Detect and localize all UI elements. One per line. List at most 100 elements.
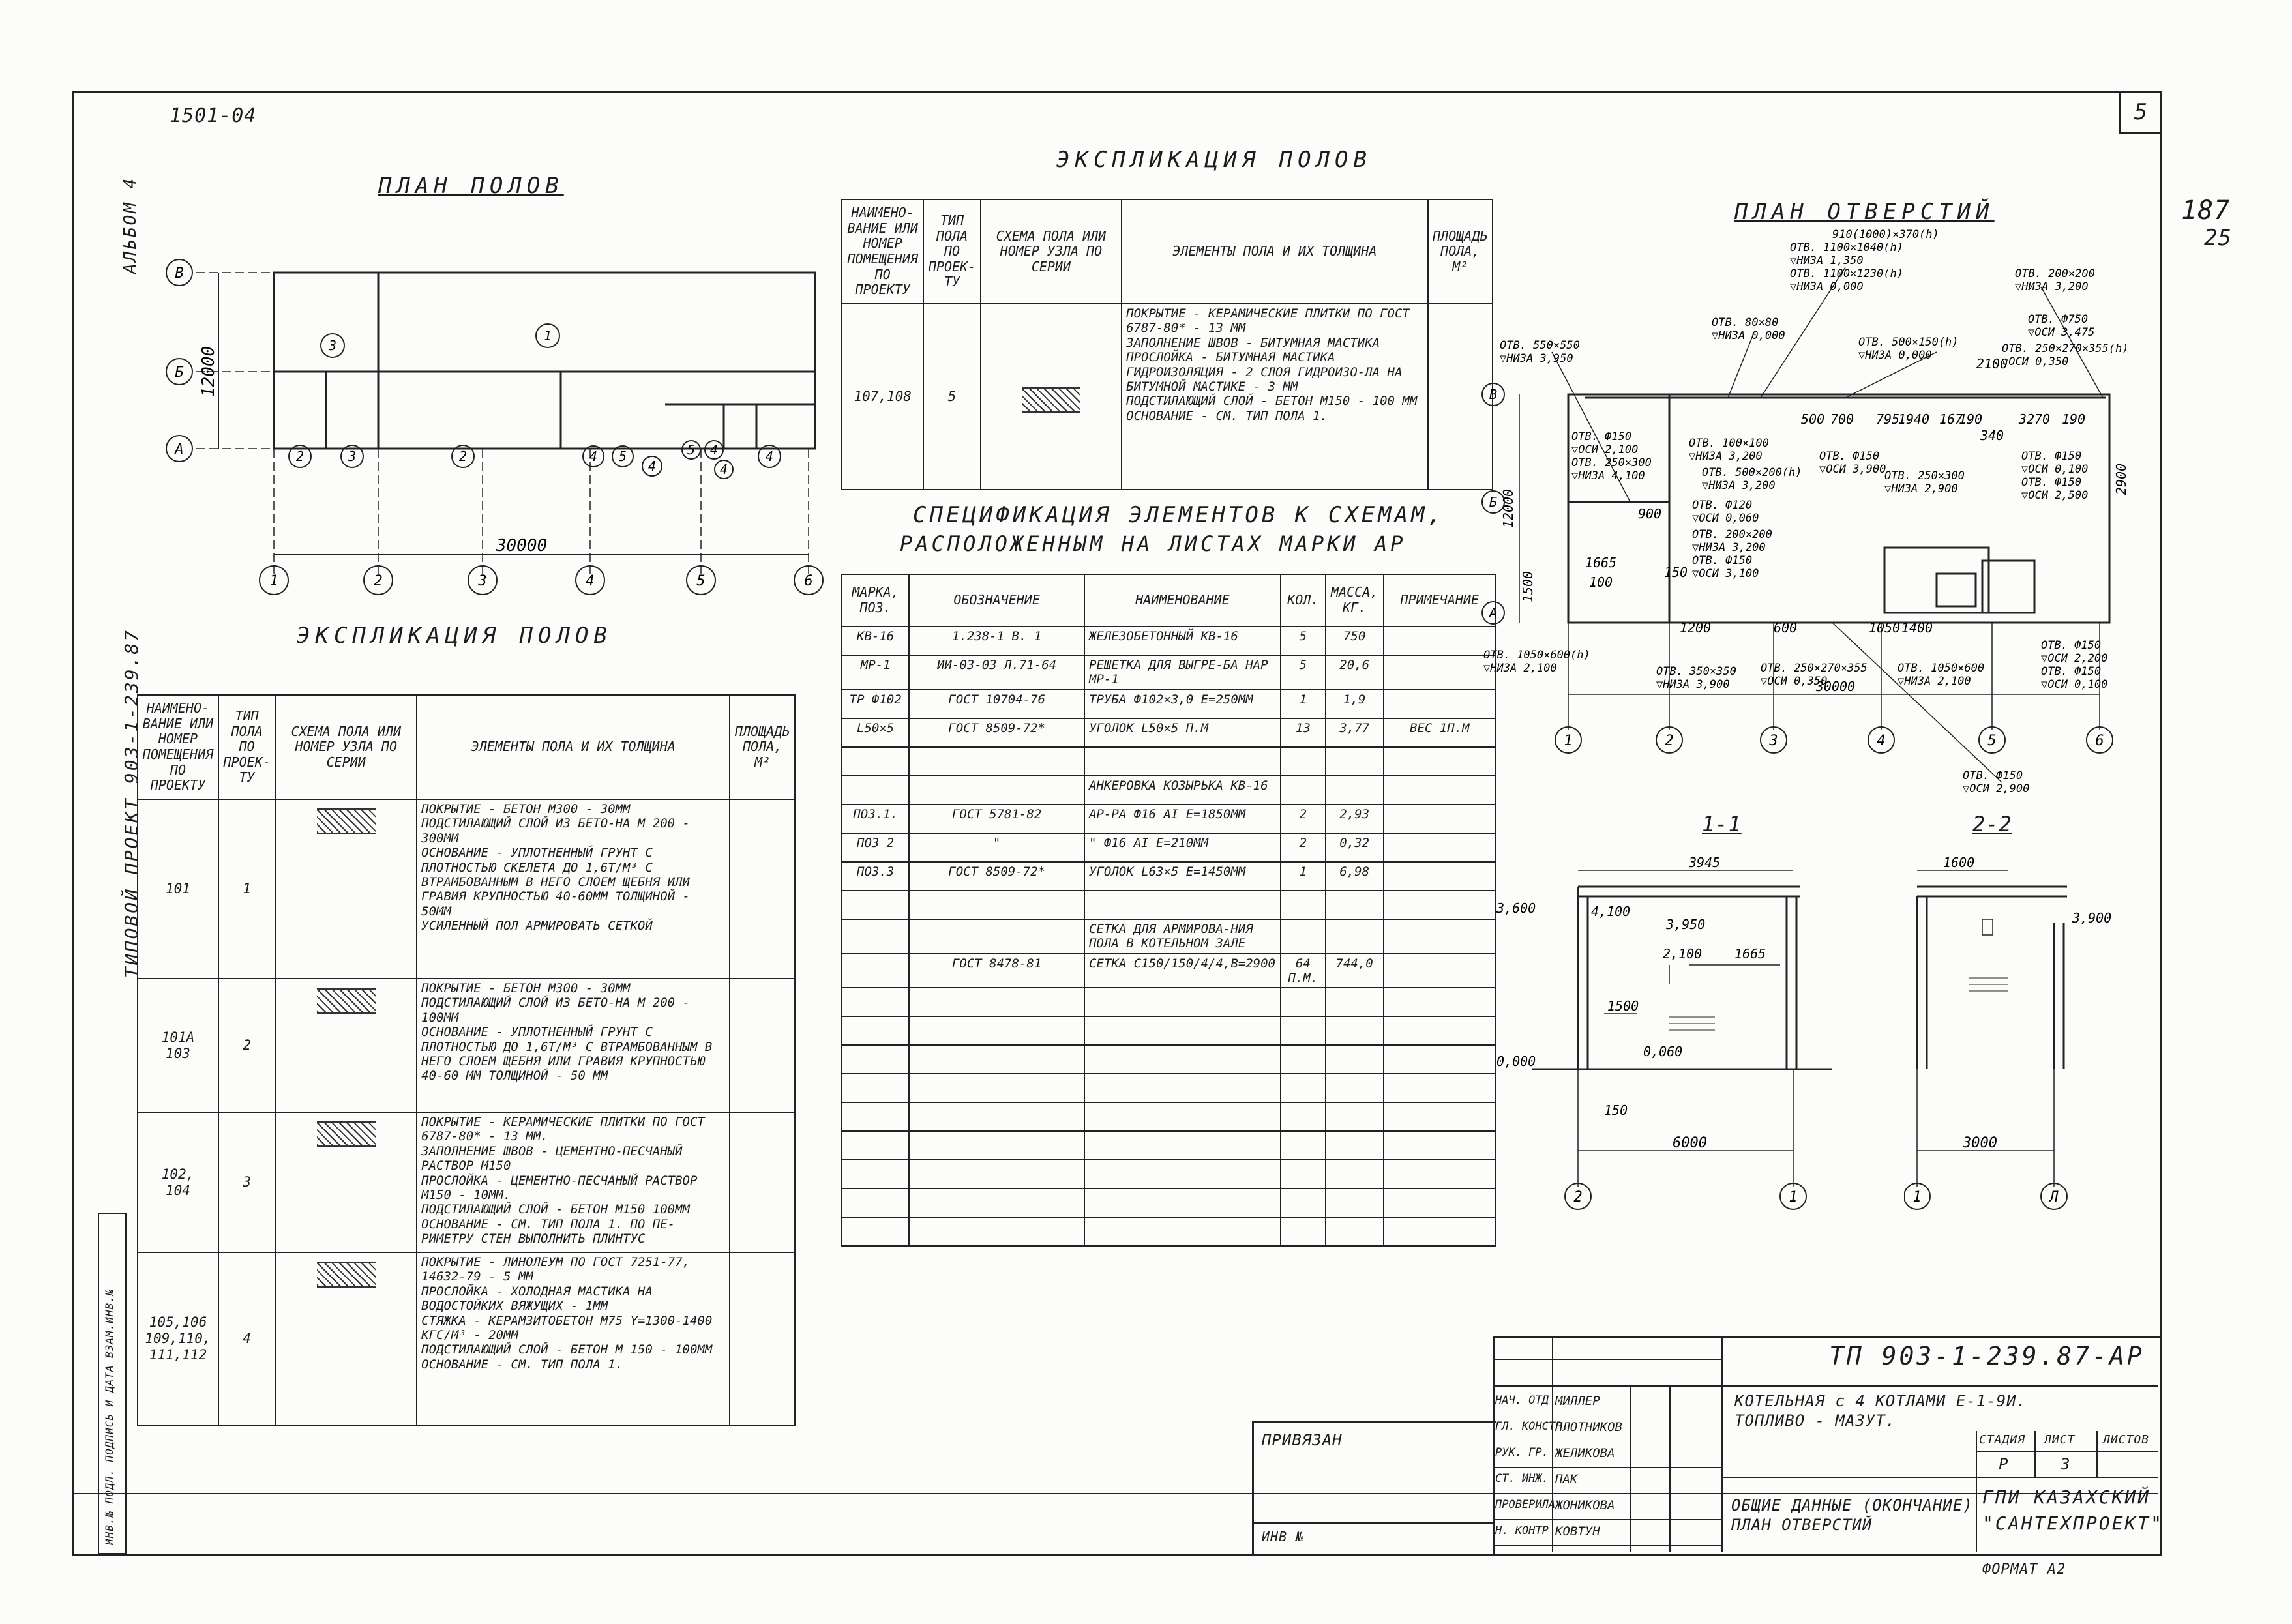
explication-left-table: НАИМЕНО-ВАНИЕ ИЛИ НОМЕР ПОМЕЩЕНИЯ ПО ПРО…: [137, 694, 796, 1426]
table-row: [841, 746, 1497, 776]
svg-text:ОТВ. Ф150: ОТВ. Ф150: [2041, 639, 2101, 652]
spec-cell: [1084, 746, 1281, 776]
spec-title-2: РАСПОЛОЖЕННЫМ НА ЛИСТАХ МАРКИ АР: [900, 531, 1406, 556]
sheet-name-2: ПЛАН ОТВЕРСТИЙ: [1731, 1516, 1873, 1534]
signer-name: ПАК: [1555, 1472, 1578, 1486]
svg-text:▽ОСИ 0,100: ▽ОСИ 0,100: [2041, 678, 2107, 691]
svg-text:▽НИЗА 3,200: ▽НИЗА 3,200: [1692, 541, 1766, 554]
spec-cell: [1324, 1217, 1384, 1247]
svg-text:Л: Л: [2048, 1189, 2059, 1205]
svg-text:6: 6: [2095, 733, 2104, 749]
svg-text:▽ОСИ 3,900: ▽ОСИ 3,900: [1819, 463, 1886, 476]
table-row: 101 1 ПОКРЫТИЕ - БЕТОН М300 - 30ММ ПОДСТ…: [137, 799, 796, 979]
spec-cell: [841, 1188, 910, 1218]
svg-text:500: 500: [1801, 411, 1824, 427]
signer-row: СТ. ИНЖ. ПАК: [1493, 1467, 1721, 1494]
spec-cell: АНКЕРОВКА КОЗЫРЬКА КВ-16: [1084, 775, 1281, 805]
col-scheme: СХЕМА ПОЛА ИЛИ НОМЕР УЗЛА ПО СЕРИИ: [275, 694, 418, 800]
spec-cell: [908, 1188, 1085, 1218]
sheet-header: ЛИСТ: [2044, 1433, 2076, 1447]
spec-cell: [1382, 889, 1497, 920]
side-album: АЛЬБОМ 4: [121, 176, 140, 274]
svg-text:2: 2: [1573, 1189, 1582, 1205]
floor-axis-b: Б: [175, 364, 184, 381]
room-mark: 3: [348, 449, 356, 464]
spec-cell: 6,98: [1324, 861, 1384, 891]
spec-cell: 1: [1280, 861, 1326, 891]
floor-axis-a: А: [173, 441, 183, 458]
room-mark: 4: [648, 458, 656, 474]
table-row: [841, 1130, 1497, 1161]
spec-cell: [841, 1102, 910, 1132]
spec-cell: ГОСТ 8478-81: [908, 952, 1085, 989]
spec-cell: [1280, 1016, 1326, 1046]
svg-text:▽ОСИ 2,900: ▽ОСИ 2,900: [1963, 782, 2029, 795]
svg-text:ОТВ. Ф150: ОТВ. Ф150: [2021, 476, 2081, 489]
table-row: [841, 1044, 1497, 1075]
spec-cell: [1084, 1130, 1281, 1161]
svg-text:ОТВ. 250×300: ОТВ. 250×300: [1884, 469, 1965, 482]
stage-header: СТАДИЯ: [1979, 1433, 2026, 1447]
room-mark: 2: [296, 449, 304, 464]
table-row: 101А 103 2 ПОКРЫТИЕ - БЕТОН М300 - 30ММ …: [137, 978, 796, 1113]
sheet-code-top: 1501-04: [170, 104, 257, 127]
floor-scheme-icon: [316, 988, 376, 1014]
svg-text:30000: 30000: [1815, 679, 1855, 694]
signer-role: СТ. ИНЖ.: [1495, 1472, 1549, 1485]
spec-cell: [1382, 1217, 1497, 1247]
section-2-drawing: 1600 3,900 3000 1 Л: [1904, 855, 2111, 1210]
spec-cell: СЕТКА ДЛЯ АРМИРОВА-НИЯ ПОЛА В КОТЕЛЬНОМ …: [1084, 918, 1281, 954]
spec-cell: МР-1: [841, 655, 910, 690]
spec-cell: [908, 918, 1085, 954]
corner-note-1: 187: [2181, 196, 2231, 226]
spec-cell: [1084, 889, 1281, 920]
svg-text:ОТВ. Ф150: ОТВ. Ф150: [2041, 665, 2101, 678]
spec-cell: [1280, 889, 1326, 920]
svg-text:1500: 1500: [1520, 571, 1536, 602]
spec-cell: [908, 889, 1085, 920]
room-mark: 2: [459, 449, 467, 464]
signer-role: ПРОВЕРИЛА: [1495, 1498, 1556, 1511]
svg-text:ОТВ. 200×200: ОТВ. 200×200: [2015, 267, 2095, 280]
spec-cell: [1084, 1073, 1281, 1104]
spec-cell: [908, 1130, 1085, 1161]
spec-cell: [1324, 1130, 1384, 1161]
svg-text:3: 3: [1768, 733, 1778, 749]
spec-cell: [1280, 1130, 1326, 1161]
spec-cell: [1280, 775, 1326, 805]
spec-cell: ": [908, 832, 1085, 863]
spec-cell: [1084, 1188, 1281, 1218]
svg-text:ОТВ. 1100×1230(h): ОТВ. 1100×1230(h): [1790, 267, 1903, 280]
spec-cell: [1084, 1217, 1281, 1247]
svg-text:▽ОСИ 3,475: ▽ОСИ 3,475: [2028, 326, 2094, 339]
col-elements: ЭЛЕМЕНТЫ ПОЛА И ИХ ТОЛЩИНА: [416, 694, 731, 800]
spec-cell: ГОСТ 10704-76: [908, 688, 1085, 719]
spec-cell: [1382, 775, 1497, 805]
org-line-2: "САНТЕХПРОЕКТ": [1982, 1513, 2164, 1534]
spec-cell: [1280, 1044, 1326, 1075]
svg-text:ОТВ. 250×270×355(h): ОТВ. 250×270×355(h): [2002, 342, 2128, 355]
svg-text:▽НИЗА 0,000: ▽НИЗА 0,000: [1858, 349, 1932, 362]
spec-cell: [1382, 1159, 1497, 1190]
spec-cell: [1324, 1159, 1384, 1190]
spec-cell: ЖЕЛЕЗОБЕТОННЫЙ КВ-16: [1084, 626, 1281, 656]
svg-text:А: А: [1488, 605, 1497, 621]
spec-cell: [1382, 655, 1497, 690]
spec-cell: ПОЗ 2: [841, 832, 910, 863]
spec-cell: [1084, 1044, 1281, 1075]
svg-text:Б: Б: [1489, 494, 1497, 510]
spec-cell: 2: [1280, 832, 1326, 863]
svg-text:ОТВ. Ф150: ОТВ. Ф150: [1571, 430, 1631, 443]
room-mark: 5: [619, 449, 627, 464]
room-mark: 4: [766, 449, 773, 464]
spec-cell: [1084, 1102, 1281, 1132]
inv-label: ИНВ №: [1262, 1529, 1305, 1544]
spec-cell: [841, 1159, 910, 1190]
floor-axis-5: 5: [696, 573, 705, 589]
svg-text:1050: 1050: [1869, 620, 1900, 636]
svg-text:▽НИЗА 3,200: ▽НИЗА 3,200: [1702, 479, 1776, 492]
svg-text:1400: 1400: [1901, 620, 1933, 636]
spec-cell: " Ф16 АI Е=210ММ: [1084, 832, 1281, 863]
